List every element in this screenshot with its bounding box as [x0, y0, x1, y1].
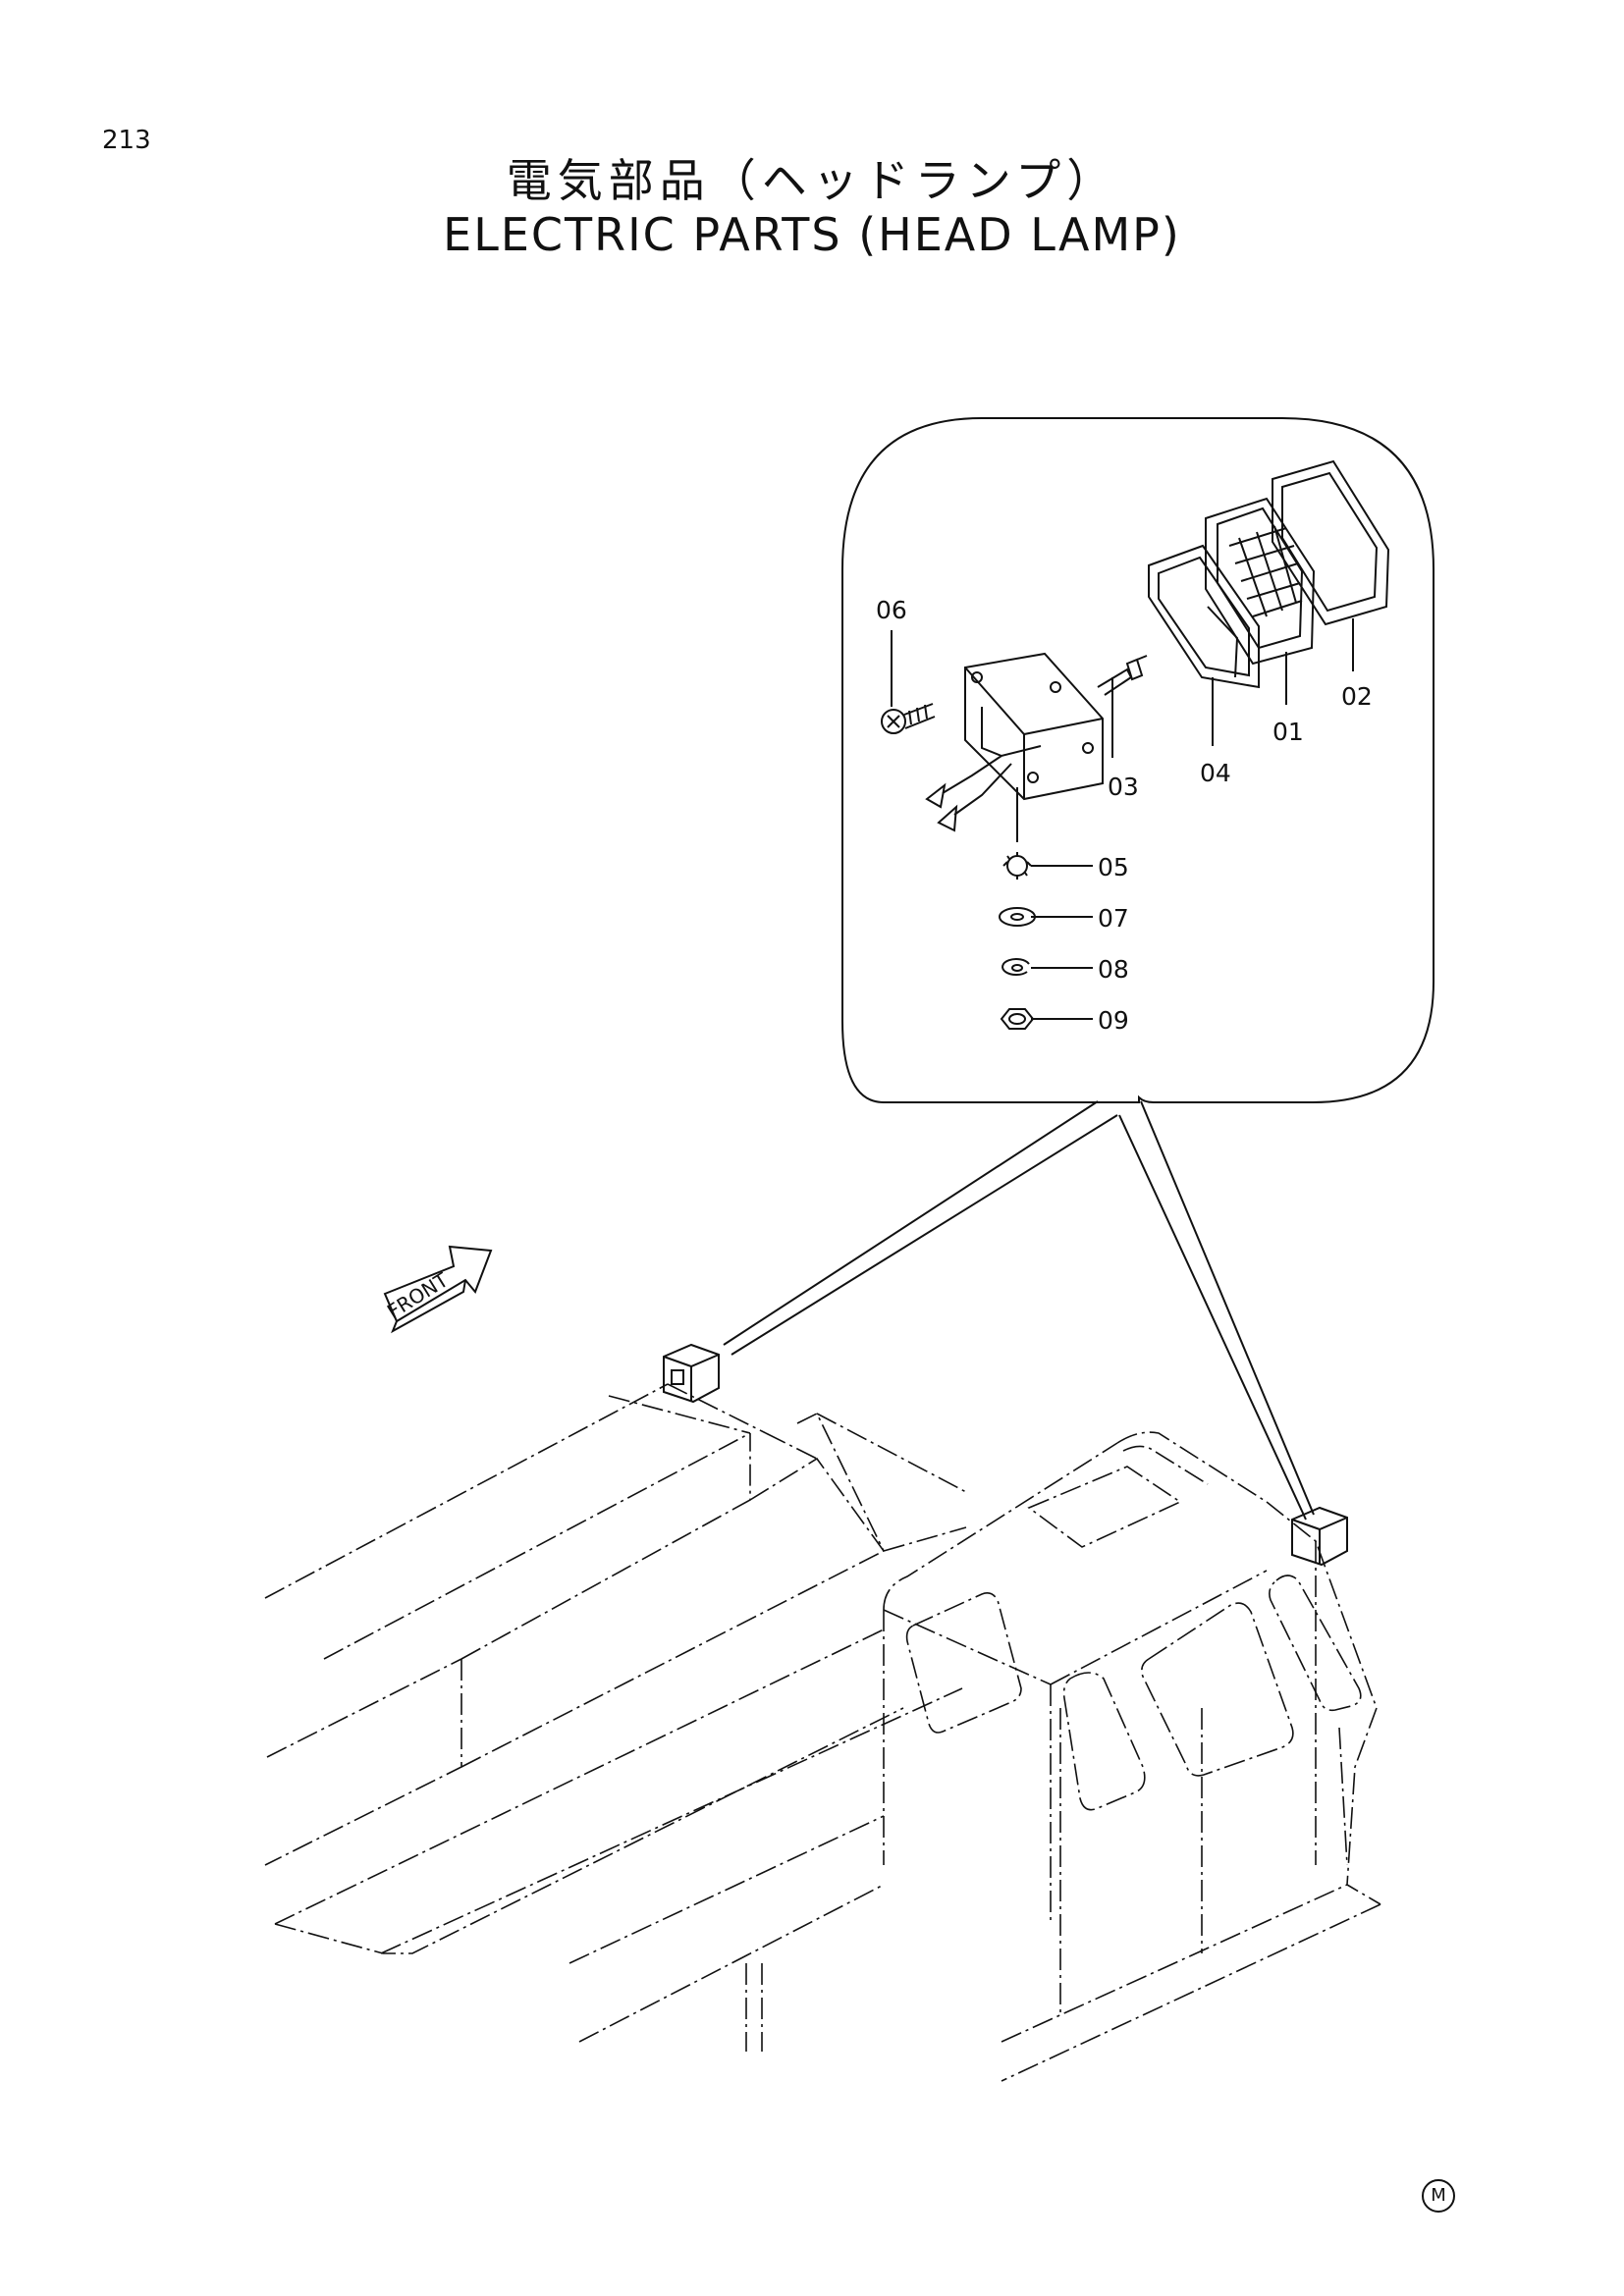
- washer-07: [999, 907, 1036, 927]
- callout-04: 04: [1200, 759, 1231, 787]
- front-label: FRONT: [383, 1267, 453, 1323]
- lens-01: [1205, 497, 1316, 666]
- lamp-right-on-machine: [1291, 1506, 1348, 1567]
- callout-02: 02: [1341, 682, 1373, 711]
- callout-06: 06: [876, 596, 907, 624]
- rim-04: [1148, 544, 1260, 689]
- callout-05: 05: [1098, 853, 1129, 881]
- page-title-english: ELECTRIC PARTS (HEAD LAMP): [443, 208, 1181, 261]
- lamp-body: [964, 652, 1148, 801]
- leader-right-b: [1140, 1100, 1315, 1516]
- manufacturer-mark: M: [1422, 2179, 1455, 2213]
- machine-outline: [264, 1383, 1381, 2082]
- washer-05: [1002, 852, 1032, 880]
- callout-03: 03: [1108, 773, 1139, 801]
- lamp-wires: [925, 755, 1012, 832]
- leader-left-a: [723, 1100, 1099, 1346]
- detail-bubble: [841, 417, 1435, 1104]
- gasket-02: [1272, 459, 1390, 626]
- callout-01: 01: [1272, 718, 1304, 746]
- callout-08: 08: [1098, 955, 1129, 984]
- leader-right-a: [1118, 1114, 1307, 1521]
- screw-06: [881, 703, 936, 734]
- lock-washer-08: [1001, 958, 1030, 977]
- callout-07: 07: [1098, 904, 1129, 933]
- front-arrow: [383, 1245, 493, 1334]
- leader-left-b: [731, 1114, 1118, 1356]
- lamp-left-on-machine: [663, 1343, 720, 1404]
- nut-09: [1000, 1008, 1035, 1030]
- callout-09: 09: [1098, 1006, 1129, 1035]
- page-number: 213: [102, 126, 151, 155]
- page-title-japanese: 電気部品（ヘッドランプ）: [506, 154, 1118, 207]
